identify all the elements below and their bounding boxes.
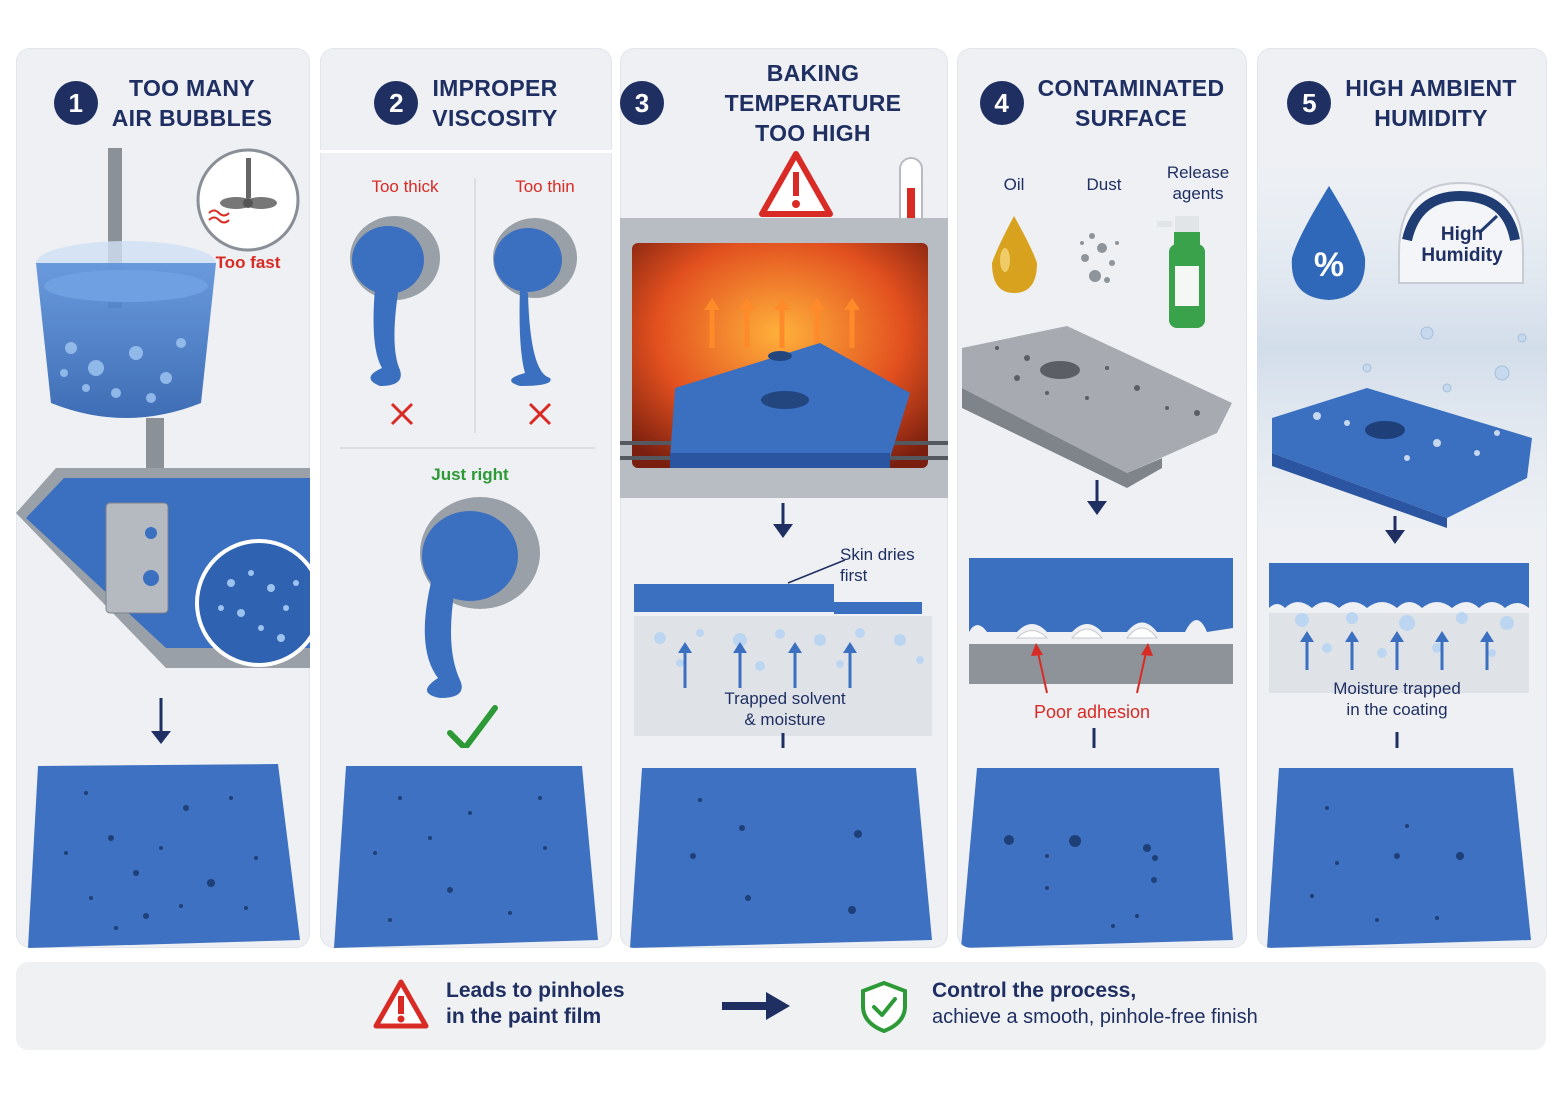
poor-adhesion-label: Poor adhesion [1033, 702, 1151, 722]
step-1-panel: 1 Too many air bubbles [16, 48, 310, 948]
pinhole-plate-5 [1267, 768, 1531, 948]
shield-check-icon [861, 980, 907, 1034]
step-4-header: 4 Contaminated surface [957, 68, 1247, 138]
check-icon [447, 705, 498, 748]
contamination-illustration [962, 216, 1233, 748]
down-arrow-icon [781, 733, 785, 748]
step-5-panel: 5 High ambient humidity % [1257, 48, 1547, 948]
high-humidity-label: High Humidity [1421, 224, 1503, 266]
trapped-solvent-label: Trapped solvent & moisture [724, 689, 846, 729]
pouring-cups-illustration [340, 178, 595, 748]
solution-text: achieve a smooth, pinhole-free finish [932, 1006, 1258, 1028]
step-4-panel: 4 Contaminated surface Oil Dust Release … [957, 48, 1247, 948]
skin-dries-label: Skin dries first [840, 545, 915, 585]
step-1-number: 1 [53, 81, 98, 125]
step-5-title: High ambient humidity [1345, 75, 1517, 131]
pinhole-plate-1 [28, 764, 300, 948]
too-thick-label: Too thick [371, 177, 439, 196]
moisture-trapped-label: Moisture trapped in the coating [1333, 679, 1461, 719]
step-2-number: 2 [374, 81, 419, 125]
pinhole-plate-3 [630, 768, 932, 948]
humidity-illustration: % [1257, 168, 1547, 748]
cross-icon-thin [528, 402, 552, 426]
down-arrow-icon [773, 503, 793, 538]
humidity-gauge-icon [1398, 181, 1524, 284]
oil-drop-icon [992, 216, 1037, 293]
spray-bottle-icon [1157, 216, 1205, 328]
release-agents-label: Release agents [1166, 163, 1230, 203]
down-arrow-icon [1092, 728, 1096, 748]
summary-footer: Leads to pinholes in the paint film Cont… [16, 962, 1546, 1050]
step-3-header: 3 Baking temperature too high [620, 60, 948, 146]
step-3-number: 3 [620, 81, 664, 125]
mixing-illustration [16, 148, 310, 744]
step-5-header: 5 High ambient humidity [1257, 68, 1547, 138]
cross-icon-thick [390, 402, 414, 426]
solution-title: Control the process, [932, 979, 1137, 1002]
fan-icon [220, 158, 277, 209]
down-arrow-icon [1385, 516, 1405, 544]
pinhole-plate-2 [334, 766, 598, 948]
step-2-title: Improper viscosity [432, 75, 558, 131]
down-arrow-icon [151, 698, 171, 744]
humidity-drop-icon: % [1291, 186, 1366, 300]
step-3-panel: 3 Baking temperature too high [620, 48, 948, 948]
step-1-title: Too many air bubbles [111, 75, 273, 131]
pinhole-plate-4 [961, 768, 1233, 948]
warning-text: Leads to pinholes in the paint film [446, 979, 625, 1028]
step-2-panel: 2 Improper viscosity Too thick Too thin … [320, 48, 612, 948]
too-thin-label: Too thin [515, 177, 575, 196]
step-1-header: 1 Too many air bubbles [16, 68, 310, 138]
down-arrow-icon [1087, 480, 1107, 515]
warning-icon [759, 151, 833, 217]
red-arrow-icon [1031, 643, 1153, 694]
step-4-number: 4 [979, 81, 1024, 125]
svg-text:%: % [1314, 246, 1344, 284]
just-right-label: Just right [431, 465, 509, 484]
dust-label: Dust [1086, 175, 1122, 194]
right-arrow-icon [722, 992, 790, 1020]
step-2-header: 2 Improper viscosity [320, 68, 612, 138]
down-arrow-icon [1395, 732, 1399, 748]
step-5-number: 5 [1287, 81, 1332, 125]
step-3-title: Baking temperature too high [724, 60, 902, 146]
step-4-title: Contaminated surface [1037, 75, 1225, 131]
too-fast-label: Too fast [215, 253, 281, 272]
dust-icon [1080, 233, 1119, 283]
oven-illustration [620, 151, 948, 748]
oil-label: Oil [1003, 175, 1025, 194]
warning-icon [373, 979, 429, 1029]
